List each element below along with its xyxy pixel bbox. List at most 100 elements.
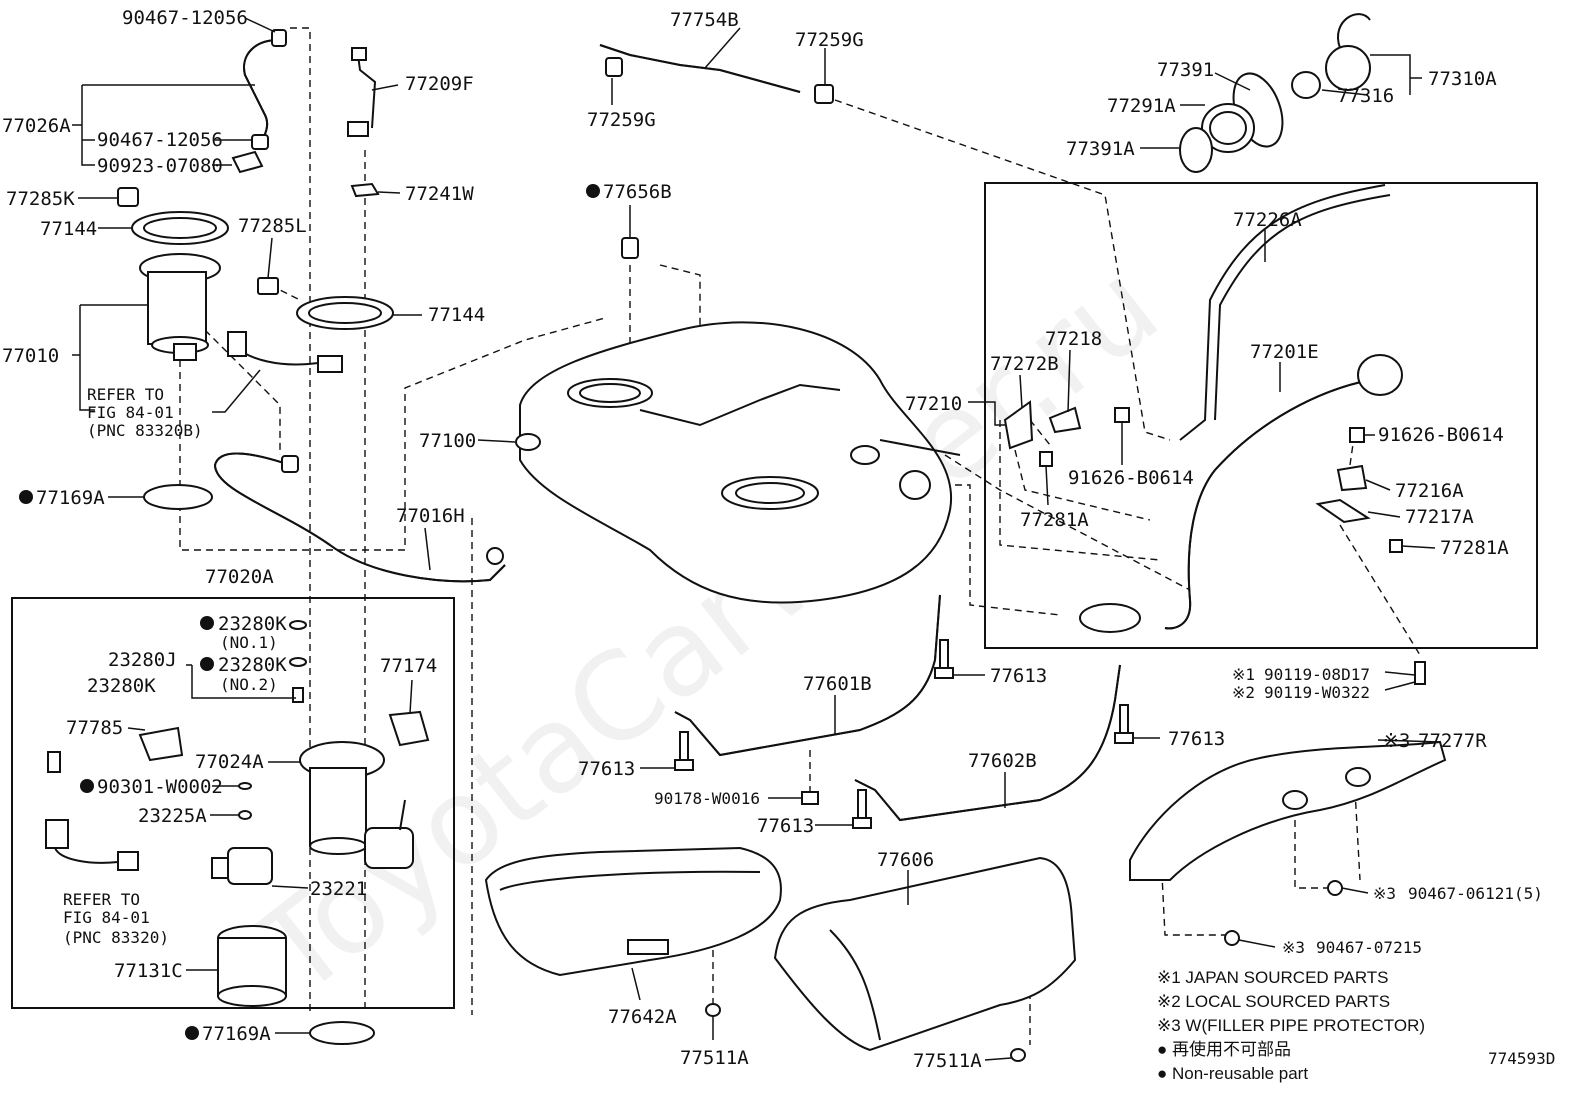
sender-wire-77209F: [347, 47, 377, 137]
label-77642A: 77642A: [608, 1006, 677, 1028]
o-ring-23280K-2: [289, 657, 307, 667]
pump-wire-harness: [45, 751, 139, 871]
label-23225A: 23225A: [138, 805, 207, 827]
assembly-dashed-lines: [179, 27, 1421, 1045]
label-77169A-bot: 77169A: [202, 1023, 271, 1045]
label-77217A: 77217A: [1405, 506, 1474, 528]
label-77241W: 77241W: [405, 183, 474, 205]
nonreusable-dot-90301: [80, 779, 94, 793]
label-23280K-2: 23280K: [218, 654, 287, 676]
label-77169A-top: 77169A: [36, 487, 105, 509]
label-77310A: 77310A: [1428, 68, 1497, 90]
filler-pipe-77201E: [1079, 184, 1403, 633]
label-77277R: 77277R: [1418, 730, 1487, 752]
label-77656B: 77656B: [603, 181, 672, 203]
notes: (NO.1) (NO.2) REFER TO FIG 84-01 (PNC 83…: [63, 385, 278, 947]
label-77613-a: 77613: [990, 665, 1047, 687]
filler-pipe-protector-77277R: [1129, 740, 1447, 946]
label-77391: 77391: [1157, 59, 1214, 81]
label-77131C: 77131C: [114, 960, 183, 982]
label-77010: 77010: [2, 345, 59, 367]
label-77281A-left: 77281A: [1020, 509, 1089, 531]
label-77216A: 77216A: [1395, 480, 1464, 502]
gasket-77391A: [1179, 127, 1213, 173]
refer-b-line1: REFER TO: [63, 890, 140, 909]
gasket-77169A-top: [143, 484, 213, 510]
brackets-77272B-77218: [1003, 400, 1403, 553]
nonreusable-dot-23280K-2: [200, 657, 214, 671]
tank-band-77601B: [674, 594, 941, 757]
refer-a-line3: (PNC 83320B): [87, 421, 203, 440]
label-23280K-3: 23280K: [87, 675, 156, 697]
legend-nonreusable-jp: ● 再使用不可部品: [1157, 1039, 1291, 1059]
label-77026A: 77026A: [2, 115, 71, 137]
refer-b-line2: FIG 84-01: [63, 908, 150, 927]
leader-lines: [72, 17, 1441, 1061]
label-90119-08D17: 90119-08D17: [1264, 665, 1370, 684]
label-90467-12056-mid: 90467-12056: [97, 129, 223, 151]
refer-a-line2: FIG 84-01: [87, 403, 174, 422]
label-90467-07215: 90467-07215: [1316, 938, 1422, 957]
part-labels: 90467-12056 77754B 77259G 77259G 77391 7…: [2, 7, 1543, 1072]
label-90301-W0002: 90301-W0002: [97, 776, 223, 798]
grommet-77285K: [117, 187, 139, 207]
label-77259G-right: 77259G: [795, 29, 864, 51]
bolts-77613: [674, 639, 1426, 829]
label-77016H: 77016H: [396, 505, 465, 527]
label-77285L: 77285L: [238, 215, 307, 237]
label-90923-07080: 90923-07080: [97, 155, 223, 177]
label-77391A: 77391A: [1066, 138, 1135, 160]
nonreusable-dot-77656B: [586, 184, 600, 198]
label-77601B: 77601B: [803, 673, 872, 695]
label-77201E: 77201E: [1250, 341, 1319, 363]
label-77020A: 77020A: [205, 566, 274, 588]
vent-hose-77026A: [231, 29, 287, 174]
label-77613-b: 77613: [1168, 728, 1225, 750]
label-77174: 77174: [380, 655, 437, 677]
label-77144-left: 77144: [40, 218, 97, 240]
fuel-pump-23221: [211, 847, 273, 885]
legend-local-sourced: ※2 LOCAL SOURCED PARTS: [1157, 992, 1390, 1011]
fuel-hose-77016H: [213, 452, 506, 583]
label-77613-d: 77613: [757, 815, 814, 837]
label-77291A: 77291A: [1107, 95, 1176, 117]
legend-filler-protector: ※3 W(FILLER PIPE PROTECTOR): [1157, 1016, 1425, 1035]
vent-tube-77754B: [599, 44, 834, 104]
cap-77310A: [1325, 45, 1371, 91]
grommet-77511A-a: [705, 1003, 721, 1017]
mark-1: ※1: [1232, 665, 1255, 684]
o-ring-23280K-1: [289, 620, 307, 630]
label-77209F: 77209F: [405, 73, 474, 95]
refer-a-line1: REFER TO: [87, 385, 164, 404]
tank-band-77602B: [854, 664, 1121, 822]
fuel-pump-assembly-77024A: [299, 741, 414, 869]
label-77259G-left: 77259G: [587, 109, 656, 131]
label-23221: 23221: [310, 878, 367, 900]
label-77613-c: 77613: [578, 758, 635, 780]
note-no1: (NO.1): [220, 633, 278, 652]
clip-77241W: [350, 182, 380, 198]
fuel-filter-77131C: [217, 925, 287, 1007]
nonreusable-dot-77169A-top: [19, 490, 33, 504]
retainer-ring-77144-left: [131, 211, 229, 245]
label-90467-12056-top: 90467-12056: [122, 7, 248, 29]
grommet-77285L: [257, 277, 279, 295]
label-77210: 77210: [905, 393, 962, 415]
gasket-77316: [1291, 71, 1321, 99]
label-90119-W0322: 90119-W0322: [1264, 683, 1370, 702]
legend-japan-sourced: ※1 JAPAN SOURCED PARTS: [1157, 968, 1389, 987]
label-77754B: 77754B: [670, 9, 739, 31]
label-77024A: 77024A: [195, 751, 264, 773]
mark-3-c: ※3: [1282, 938, 1305, 957]
retainer-ring-77144-right: [296, 296, 394, 330]
label-77602B: 77602B: [968, 750, 1037, 772]
label-77272B: 77272B: [990, 353, 1059, 375]
label-77606: 77606: [877, 849, 934, 871]
label-77511A-a: 77511A: [680, 1047, 749, 1069]
label-23280K-1: 23280K: [218, 613, 287, 635]
grommet-77511A-b: [1010, 1048, 1026, 1062]
legend: ※1 JAPAN SOURCED PARTS ※2 LOCAL SOURCED …: [1157, 968, 1425, 1083]
heat-insulator-77606: [773, 856, 1077, 1052]
label-77316: 77316: [1337, 85, 1394, 107]
label-77785: 77785: [66, 717, 123, 739]
